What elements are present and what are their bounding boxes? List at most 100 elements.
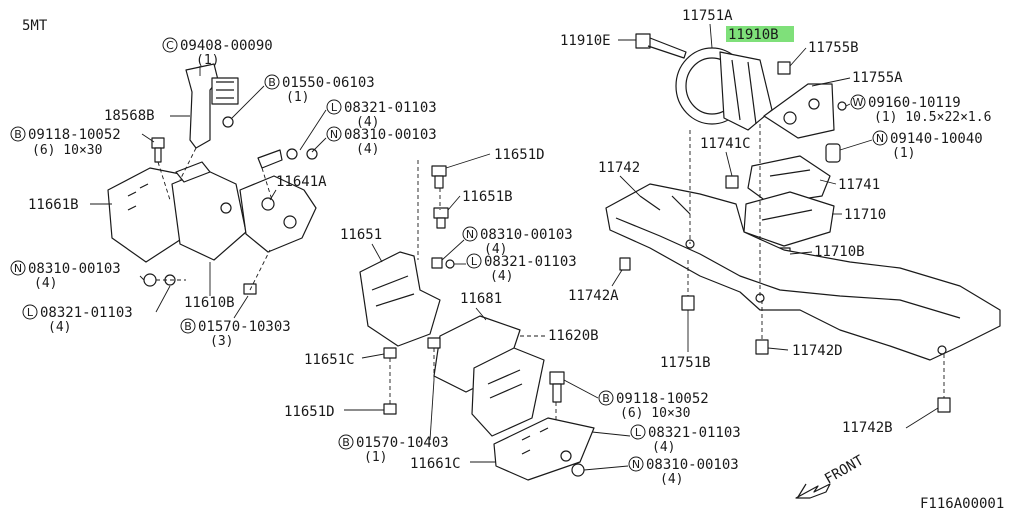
label-11651: 11651 [340,227,382,243]
label-11610b: 11610B [184,295,235,311]
label-09118-10052-a: 09118-10052 [28,127,121,143]
model-label: 5MT [22,18,48,34]
label-11651d-bot: 11651D [284,404,335,420]
svg-text:(4): (4) [356,115,379,130]
svg-text:B: B [602,392,610,405]
mount-11741 [747,155,831,205]
svg-text:N: N [14,262,22,275]
washer-08321-mid [445,259,455,269]
crossmember-11742 [605,183,1001,361]
bolt-11651d-top [431,165,447,189]
bracket-18568b [185,63,239,149]
cover-11661c [493,417,595,481]
label-01570-10303: 01570-10303 [198,319,291,335]
bolt-11751b [681,295,695,311]
label-11641a: 11641A [276,174,327,190]
svg-text:N: N [632,458,640,471]
bolt-09118-left [151,137,165,163]
label-08321-01103-d: 08321-01103 [648,425,741,441]
label-11661c: 11661C [410,456,461,472]
spacer-09140 [825,143,841,163]
bolt-11755b [777,61,791,75]
label-11910e: 11910E [560,33,611,49]
bolt-11742d [755,339,769,355]
label-11751b: 11751B [660,355,711,371]
bracket-11755a [763,83,835,139]
bolt-11742a [619,257,631,271]
bolt-11742b [937,397,951,413]
svg-text:L: L [331,101,338,114]
label-09160-10119: 09160-10119 [868,95,961,111]
label-11620b: 11620B [548,328,599,344]
washer-09160 [837,101,847,111]
label-11681: 11681 [460,291,502,307]
svg-text:(1) 10.5×22×1.6: (1) 10.5×22×1.6 [874,110,991,125]
label-08321-01103-a: 08321-01103 [344,100,437,116]
label-08321-01103-c: 08321-01103 [484,254,577,270]
label-11651d-top: 11651D [494,147,545,163]
label-08310-00103-a: 08310-00103 [344,127,437,143]
svg-text:(4): (4) [34,276,57,291]
bolt-11741c [725,175,739,189]
mount-11751a [675,47,773,131]
label-11742-top: 11742 [598,160,640,176]
bolt-11651b [433,207,449,229]
bolt-11910e [635,33,687,59]
label-11910b: 11910B [728,27,779,43]
bolt-01570-mid [427,337,441,349]
bolt-09118-mid [549,371,565,403]
bolt-11651d-bot [383,403,397,415]
insulator-11610b [171,161,247,261]
label-08321-01103-b: 08321-01103 [40,305,133,321]
label-01550-06103: 01550-06103 [282,75,375,91]
label-11755a: 11755A [852,70,903,86]
label-09118-10052-b: 09118-10052 [616,391,709,407]
label-11741: 11741 [838,177,880,193]
svg-text:(4): (4) [660,472,683,487]
svg-text:B: B [184,320,192,333]
svg-text:B: B [268,76,276,89]
highlight-11910b [726,26,794,42]
svg-text:W: W [853,96,864,109]
label-08310-00103-d: 08310-00103 [646,457,739,473]
svg-text:N: N [466,228,474,241]
front-arrow-icon [795,483,831,499]
washer-08321-low [560,450,572,462]
svg-text:(1): (1) [196,53,219,68]
svg-text:(6) 10×30: (6) 10×30 [32,143,102,158]
svg-text:L: L [635,426,642,439]
label-11741c: 11741C [700,136,751,152]
label-09140-10040: 09140-10040 [890,131,983,147]
svg-text:(1): (1) [364,450,387,465]
label-08310-00103-b: 08310-00103 [28,261,121,277]
svg-text:(6) 10×30: (6) 10×30 [620,406,690,421]
svg-text:B: B [14,128,22,141]
bolt-11651c [383,347,397,359]
label-18568b: 18568B [104,108,155,124]
svg-text:L: L [27,306,34,319]
svg-text:(4): (4) [652,440,675,455]
svg-text:(4): (4) [356,142,379,157]
figure-code: F116A00001 [920,496,1004,512]
nut-08310-mid [431,257,443,269]
label-09408-00090: 09408-00090 [180,38,273,54]
svg-text:(4): (4) [490,269,513,284]
nut-08310-left [143,273,157,287]
label-11742d: 11742D [792,343,843,359]
label-11742a: 11742A [568,288,619,304]
bracket-11641a [239,148,318,253]
svg-text:(3): (3) [210,334,233,349]
svg-text:N: N [330,128,338,141]
nut-08310-low [571,463,585,477]
svg-text:B: B [342,436,350,449]
label-08310-00103-c: 08310-00103 [480,227,573,243]
svg-text:N: N [876,132,884,145]
label-01570-10403: 01570-10403 [356,435,449,451]
svg-text:(4): (4) [48,320,71,335]
svg-text:(4): (4) [484,242,507,257]
label-11651c: 11651C [304,352,355,368]
svg-text:(1): (1) [892,146,915,161]
label-11755b: 11755B [808,40,859,56]
